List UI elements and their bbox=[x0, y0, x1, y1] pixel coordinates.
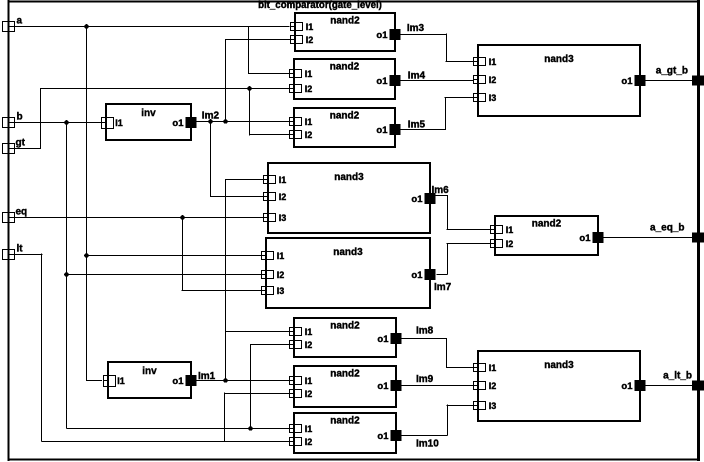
svg-text:o1: o1 bbox=[172, 376, 184, 387]
svg-text:I3: I3 bbox=[277, 286, 285, 296]
svg-text:I1: I1 bbox=[115, 118, 123, 128]
svg-text:Im6: Im6 bbox=[432, 185, 450, 196]
svg-text:I2: I2 bbox=[305, 437, 313, 447]
svg-text:bit_comparator(gate_level): bit_comparator(gate_level) bbox=[258, 0, 382, 11]
svg-text:nand3: nand3 bbox=[333, 247, 363, 258]
svg-text:I1: I1 bbox=[305, 69, 313, 79]
svg-text:Im5: Im5 bbox=[408, 119, 426, 130]
svg-text:I2: I2 bbox=[279, 192, 287, 202]
svg-text:Im4: Im4 bbox=[408, 70, 426, 81]
svg-text:I1: I1 bbox=[489, 57, 497, 67]
svg-text:I2: I2 bbox=[306, 35, 314, 45]
svg-text:o1: o1 bbox=[377, 334, 389, 345]
svg-text:lt: lt bbox=[17, 244, 24, 255]
svg-text:o1: o1 bbox=[376, 30, 388, 41]
svg-text:inv: inv bbox=[141, 108, 156, 119]
svg-text:I1: I1 bbox=[277, 251, 285, 261]
svg-text:I2: I2 bbox=[506, 239, 514, 249]
svg-text:I1: I1 bbox=[305, 424, 313, 434]
svg-text:Im9: Im9 bbox=[416, 374, 434, 385]
svg-text:nand3: nand3 bbox=[544, 54, 574, 65]
svg-text:eq: eq bbox=[16, 207, 28, 218]
svg-text:Im8: Im8 bbox=[416, 326, 434, 337]
svg-text:gt: gt bbox=[16, 138, 26, 149]
svg-text:I2: I2 bbox=[305, 84, 313, 94]
svg-text:I1: I1 bbox=[279, 175, 287, 185]
svg-text:Im10: Im10 bbox=[416, 438, 439, 449]
svg-text:b: b bbox=[17, 112, 23, 123]
svg-text:o1: o1 bbox=[377, 431, 389, 442]
svg-text:I2: I2 bbox=[305, 340, 313, 350]
svg-text:a_lt_b: a_lt_b bbox=[663, 371, 692, 382]
svg-text:nand2: nand2 bbox=[330, 61, 360, 72]
svg-text:Im2: Im2 bbox=[202, 111, 220, 122]
svg-text:I1: I1 bbox=[506, 225, 514, 235]
svg-text:nand3: nand3 bbox=[544, 360, 574, 371]
svg-text:a: a bbox=[17, 16, 23, 27]
svg-text:nand2: nand2 bbox=[330, 320, 360, 331]
svg-text:I3: I3 bbox=[489, 401, 497, 411]
svg-text:nand2: nand2 bbox=[532, 218, 562, 229]
svg-text:I3: I3 bbox=[489, 93, 497, 103]
svg-text:o1: o1 bbox=[411, 270, 423, 281]
svg-text:I1: I1 bbox=[489, 363, 497, 373]
svg-text:o1: o1 bbox=[172, 118, 184, 129]
svg-text:o1: o1 bbox=[376, 76, 388, 87]
svg-text:o1: o1 bbox=[621, 381, 633, 392]
svg-text:I2: I2 bbox=[305, 389, 313, 399]
svg-text:I1: I1 bbox=[305, 376, 313, 386]
svg-text:I3: I3 bbox=[279, 213, 287, 223]
svg-text:nand2: nand2 bbox=[330, 15, 360, 26]
svg-text:I2: I2 bbox=[489, 381, 497, 391]
svg-text:nand2: nand2 bbox=[330, 110, 360, 121]
svg-text:Im1: Im1 bbox=[198, 371, 216, 382]
svg-text:I1: I1 bbox=[117, 376, 125, 386]
svg-text:I1: I1 bbox=[305, 117, 313, 127]
svg-text:nand3: nand3 bbox=[334, 172, 364, 183]
svg-text:I1: I1 bbox=[306, 22, 314, 32]
svg-text:o1: o1 bbox=[411, 194, 423, 205]
svg-text:I1: I1 bbox=[305, 327, 313, 337]
svg-text:I2: I2 bbox=[305, 130, 313, 140]
svg-text:nand2: nand2 bbox=[330, 415, 360, 426]
svg-text:nand2: nand2 bbox=[330, 368, 360, 379]
svg-text:o1: o1 bbox=[621, 76, 633, 87]
svg-text:Im7: Im7 bbox=[434, 282, 452, 293]
svg-text:I2: I2 bbox=[277, 270, 285, 280]
svg-text:a_gt_b: a_gt_b bbox=[656, 66, 688, 77]
svg-text:I2: I2 bbox=[489, 75, 497, 85]
svg-text:Im3: Im3 bbox=[407, 23, 425, 34]
svg-text:o1: o1 bbox=[376, 125, 388, 136]
svg-text:o1: o1 bbox=[579, 233, 591, 244]
svg-text:a_eq_b: a_eq_b bbox=[650, 223, 684, 234]
svg-text:inv: inv bbox=[142, 366, 157, 377]
svg-text:o1: o1 bbox=[377, 381, 389, 392]
